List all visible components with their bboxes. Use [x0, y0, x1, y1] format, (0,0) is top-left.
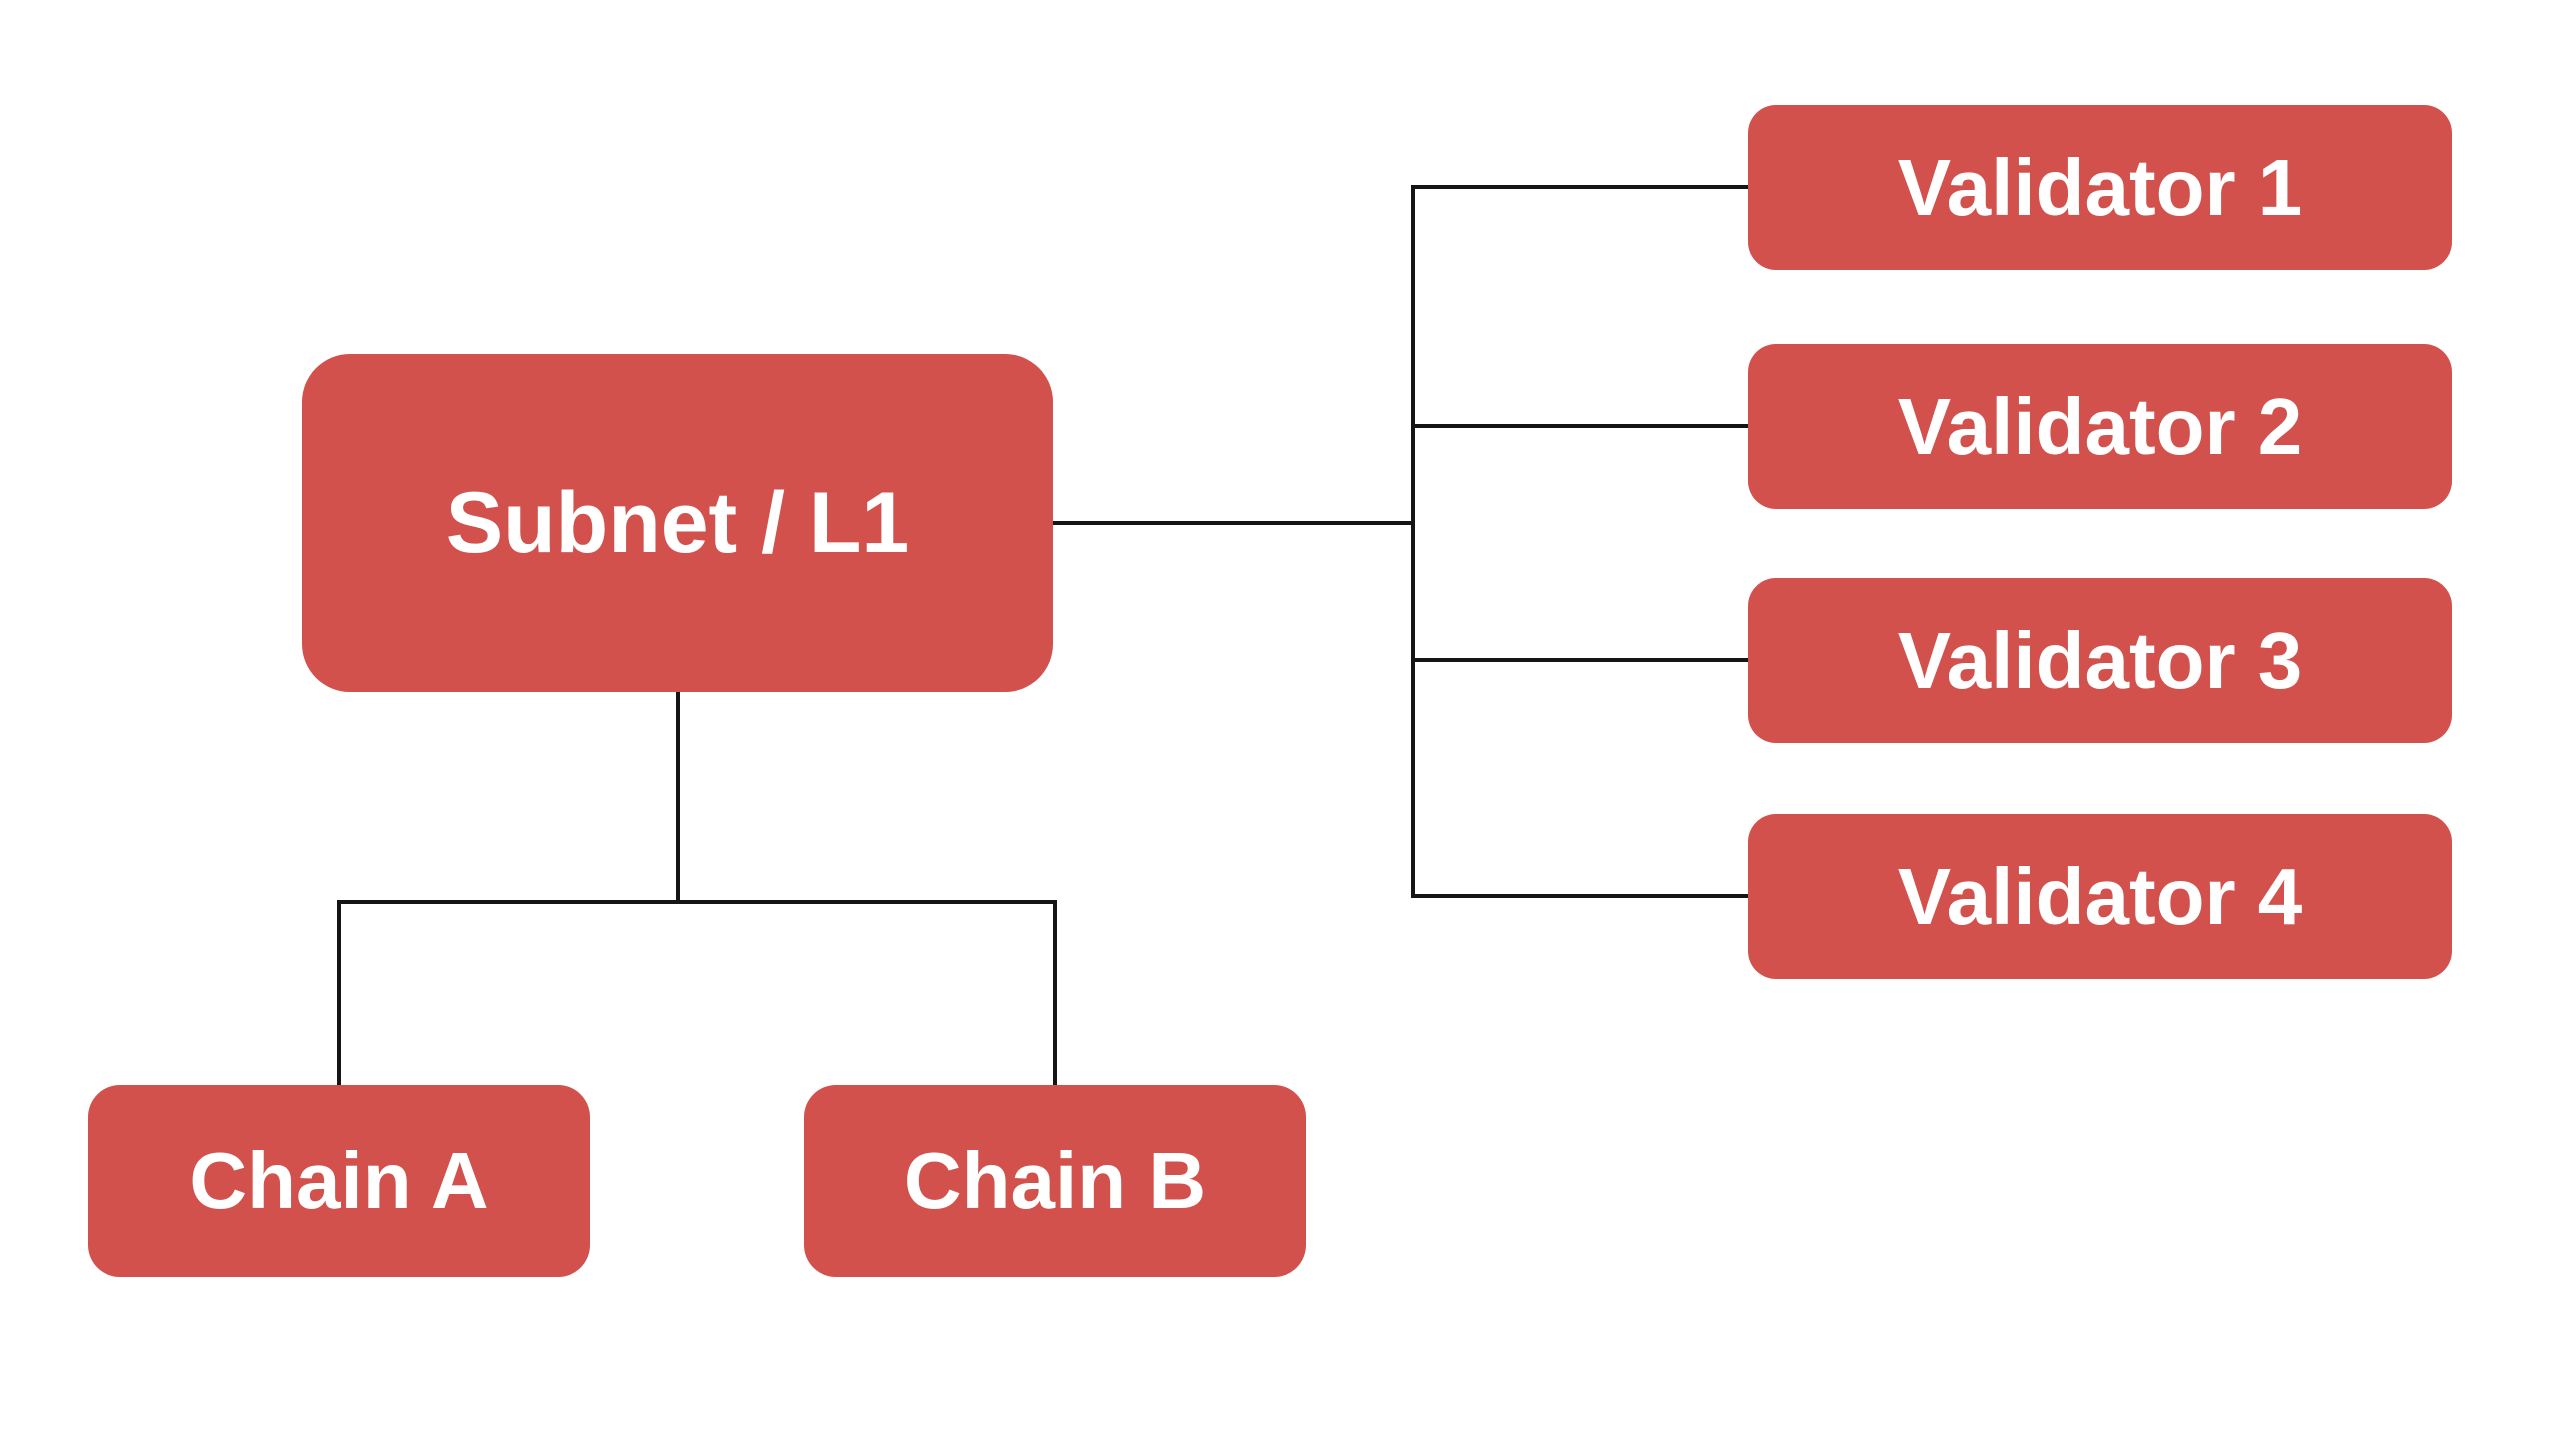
edge-subnet-down-vertical	[676, 692, 680, 904]
node-chain-b: Chain B	[804, 1085, 1306, 1277]
node-validator-3: Validator 3	[1748, 578, 2452, 743]
edge-bus-to-chain-a	[337, 900, 341, 1085]
edge-trunk-to-validator-1	[1411, 185, 1748, 189]
edge-trunk-to-validator-3	[1411, 658, 1748, 662]
edge-validators-trunk-vertical	[1411, 185, 1415, 898]
node-validator-1: Validator 1	[1748, 105, 2452, 270]
node-subnet-l1: Subnet / L1	[302, 354, 1053, 692]
edge-subnet-to-validators-trunk	[1053, 521, 1415, 525]
edge-trunk-to-validator-2	[1411, 424, 1748, 428]
edge-chains-horizontal-bus	[337, 900, 1057, 904]
node-chain-a: Chain A	[88, 1085, 590, 1277]
node-validator-2: Validator 2	[1748, 344, 2452, 509]
node-validator-4: Validator 4	[1748, 814, 2452, 979]
edge-bus-to-chain-b	[1053, 900, 1057, 1085]
edge-trunk-to-validator-4	[1411, 894, 1748, 898]
